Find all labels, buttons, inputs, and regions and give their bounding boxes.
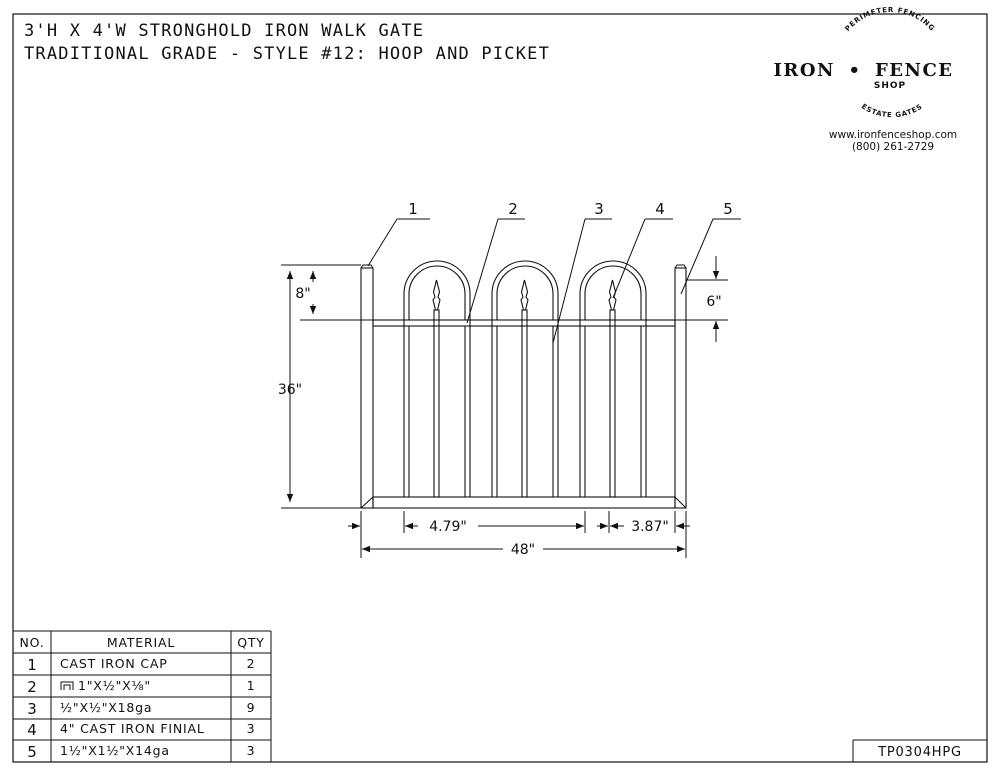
dim-hoop-height: 8" <box>295 286 310 302</box>
channel-profile-icon <box>60 681 74 690</box>
hoop-middle-outer <box>491 260 559 497</box>
table-cell-no: 4 <box>27 721 37 739</box>
callout-3: 3 <box>594 200 604 218</box>
dim-end-spacing: 3.87" <box>631 519 669 535</box>
right-post <box>674 267 687 509</box>
drawing-number: TP0304HPG <box>877 745 962 760</box>
callout-leaders <box>367 218 741 344</box>
table-cell-material: CAST IRON CAP <box>60 656 168 671</box>
dimension-lines <box>281 256 728 558</box>
table-cell-no: 1 <box>27 656 37 674</box>
table-cell-qty: 9 <box>247 700 256 715</box>
finial-picket-middle <box>521 309 528 498</box>
logo-shop-text: SHOP <box>874 81 906 91</box>
logo-bullet: • <box>848 60 861 81</box>
callout-5: 5 <box>723 200 733 218</box>
table-row: 5 1½"X1½"X14ga 3 <box>27 743 256 761</box>
drawing-title-line-2: TRADITIONAL GRADE - STYLE #12: HOOP AND … <box>24 44 550 64</box>
finial-right <box>608 279 617 311</box>
callout-1: 1 <box>408 200 418 218</box>
company-logo: PERIMETER FENCING IRON • FENCE SHOP ESTA… <box>773 6 957 153</box>
table-cell-material: 1½"X1½"X14ga <box>60 743 170 758</box>
dim-picket-spacing: 4.79" <box>429 519 467 535</box>
table-row: 4 4" CAST IRON FINIAL 3 <box>27 721 256 739</box>
hoop-right-inner <box>584 265 642 320</box>
table-cell-no: 2 <box>27 678 37 696</box>
table-header-qty: QTY <box>237 635 265 650</box>
logo-phone: (800) 261-2729 <box>852 141 934 153</box>
table-row: 3 ½"X½"X18ga 9 <box>27 700 256 718</box>
hoop-middle-inner <box>496 265 554 320</box>
bottom-rail-bevel-right <box>674 496 687 509</box>
finial-picket-left <box>433 309 440 498</box>
table-cell-material: 4" CAST IRON FINIAL <box>60 721 205 736</box>
logo-brand-left: IRON <box>773 60 835 81</box>
table-cell-material: 1"X½"X⅛" <box>78 678 151 693</box>
table-cell-qty: 3 <box>247 721 256 736</box>
drawing-number-box: TP0304HPG <box>852 739 987 762</box>
table-cell-no: 5 <box>27 743 37 761</box>
table-cell-material: ½"X½"X18ga <box>60 700 152 715</box>
callout-2: 2 <box>508 200 518 218</box>
bottom-rail-bevel-left <box>360 496 374 509</box>
dim-gate-height: 36" <box>278 382 302 398</box>
finial-middle <box>520 279 529 311</box>
dim-gate-width: 48" <box>511 542 535 558</box>
table-cell-qty: 1 <box>247 678 256 693</box>
left-post <box>360 267 374 509</box>
callout-4: 4 <box>655 200 665 218</box>
logo-brand-right: FENCE <box>875 60 954 81</box>
materials-table: NO. MATERIAL QTY 1 CAST IRON CAP 2 2 1"X… <box>13 630 272 762</box>
left-post-cap <box>360 264 374 269</box>
finial-left <box>432 279 441 311</box>
dim-picket-rise: 6" <box>706 294 721 310</box>
hoop-right-outer <box>579 260 647 497</box>
table-header-no: NO. <box>19 635 44 650</box>
table-header-material: MATERIAL <box>107 635 175 650</box>
logo-arc-bottom-text: ESTATE GATES <box>860 102 924 119</box>
top-rail <box>372 319 676 327</box>
gate-drawing <box>360 260 687 509</box>
table-cell-qty: 3 <box>247 743 256 758</box>
bottom-rail <box>372 496 676 509</box>
table-cell-qty: 2 <box>247 656 256 671</box>
table-row: 2 1"X½"X⅛" 1 <box>27 678 256 696</box>
drawing-title-line-1: 3'H X 4'W STRONGHOLD IRON WALK GATE <box>24 21 424 41</box>
hoop-left-inner <box>408 265 466 320</box>
logo-website: www.ironfenceshop.com <box>829 129 957 141</box>
sheet-border <box>12 13 988 763</box>
logo-arc-top-text: PERIMETER FENCING <box>844 6 937 33</box>
finial-picket-right <box>609 309 616 498</box>
right-post-cap <box>674 264 687 269</box>
table-row: 1 CAST IRON CAP 2 <box>27 656 256 674</box>
table-cell-no: 3 <box>27 700 37 718</box>
hoop-left-outer <box>403 260 471 497</box>
